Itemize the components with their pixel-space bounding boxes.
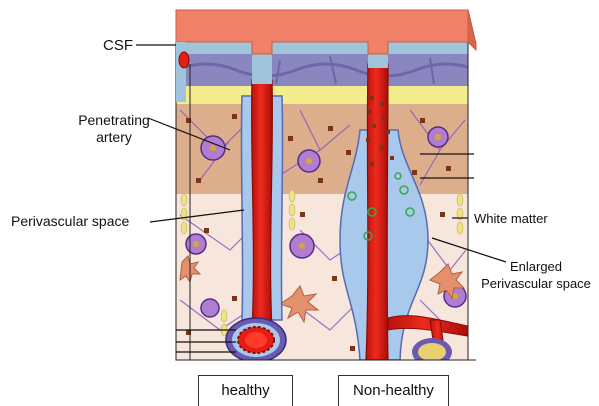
healthy-artery-cross-section: [226, 318, 286, 362]
white-matter-label: White matter: [474, 210, 548, 227]
pia-layer: [176, 52, 468, 86]
perivascular-space-label: Perivascular space: [11, 213, 129, 230]
healthy-panel-label: healthy: [198, 375, 293, 406]
csf-label: CSF: [103, 37, 133, 54]
penetrating-artery-label-line2: artery: [74, 129, 154, 146]
enlarged-label-line1: Enlarged: [476, 258, 596, 275]
non-healthy-small-cross-section: [412, 338, 452, 366]
non-healthy-panel-label: Non-healthy: [338, 375, 449, 406]
csf-vessel: [179, 52, 189, 68]
enlarged-perivascular-space-label: Enlarged Perivascular space: [476, 258, 596, 292]
penetrating-artery-label: Penetrating artery: [74, 112, 154, 146]
tissue-block: [176, 40, 476, 366]
enlarged-label-line2: Perivascular space: [476, 275, 596, 292]
penetrating-artery-label-line1: Penetrating: [74, 112, 154, 129]
non-healthy-penetrating-artery: [366, 64, 388, 360]
glia-cell: [201, 299, 219, 317]
meningeal-layer: [176, 84, 468, 104]
healthy-penetrating-artery: [252, 80, 273, 330]
